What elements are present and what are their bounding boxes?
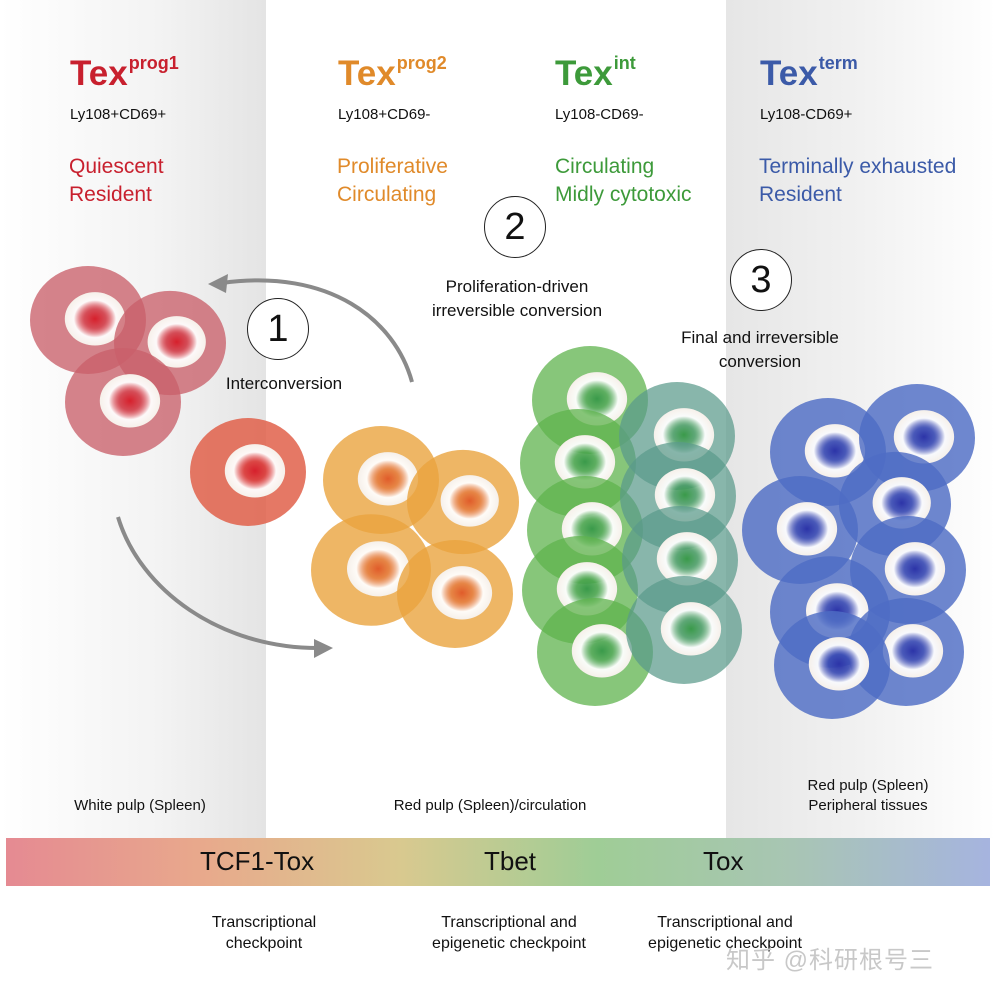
desc-texprog2-line2: Circulating	[337, 183, 437, 206]
step-3-label-line2: conversion	[718, 352, 802, 371]
texterm-cell-5-nucleus	[884, 542, 946, 596]
step-2-label: Proliferation-driven irreversible conver…	[400, 275, 634, 323]
markers-texint: Ly108-CD69-	[555, 106, 644, 123]
texterm-cell-1-nucleus	[804, 424, 866, 478]
title-texint-sup: int	[613, 53, 636, 73]
desc-texterm: Terminally exhausted Resident	[759, 153, 956, 209]
arrow-back	[221, 278, 414, 383]
location-red-pulp-line1: Red pulp (Spleen)	[807, 777, 929, 794]
transcription-factor-gradient-bar	[6, 838, 990, 886]
step-2-label-line2: irreversible conversion	[431, 301, 603, 320]
texterm-cell-8	[774, 611, 890, 719]
title-texprog1-name: Tex	[70, 54, 128, 93]
desc-texprog2-line1: Proliferative	[337, 155, 448, 178]
desc-texint-line2: Midly cytotoxic	[555, 183, 692, 206]
watermark: 知乎 @科研根号三	[726, 947, 935, 974]
texint-cell-left-5-nucleus	[571, 624, 633, 678]
checkpoint-1: Transcriptional checkpoint	[174, 912, 354, 954]
texterm-cell-2-nucleus	[893, 410, 955, 464]
texprog2-cell-4	[397, 540, 513, 648]
arrow-back-head	[208, 274, 228, 293]
title-texprog2-name: Tex	[338, 54, 396, 93]
texprog2-cell-2	[407, 449, 519, 555]
arrow-forward-head	[314, 639, 333, 658]
checkpoint-1-line2: checkpoint	[225, 935, 303, 952]
transition-cell-nucleus	[224, 444, 286, 498]
title-texprog2-sup: prog2	[396, 53, 447, 73]
step-3-badge: 3	[730, 249, 792, 311]
checkpoint-1-line1: Transcriptional	[211, 914, 317, 931]
desc-texterm-line1: Terminally exhausted	[759, 155, 957, 178]
location-red-pulp-tissues: Red pulp (Spleen) Peripheral tissues	[770, 776, 966, 816]
title-texterm: Texterm	[760, 53, 858, 93]
texint-cell-right-4-nucleus	[660, 602, 722, 656]
texprog2-cell-3-nucleus	[347, 541, 410, 597]
checkpoint-3-line1: Transcriptional and	[657, 914, 793, 931]
desc-texterm-line2: Resident	[759, 183, 842, 206]
markers-texprog1: Ly108+CD69+	[70, 106, 167, 123]
step-1-label: Interconversion	[225, 374, 343, 393]
step-3-label: Final and irreversible conversion	[650, 326, 870, 374]
checkpoint-3-line2: epigenetic checkpoint	[648, 935, 802, 952]
desc-texprog1-line1: Quiescent	[69, 155, 164, 178]
texprog1-cell-2-nucleus	[147, 316, 206, 368]
location-red-pulp-circulation: Red pulp (Spleen)/circulation	[393, 797, 587, 814]
texprog1-cell-3-nucleus	[99, 374, 161, 428]
checkpoint-3: Transcriptional and epigenetic checkpoin…	[630, 912, 820, 954]
step-2-label-line1: Proliferation-driven	[445, 277, 589, 296]
title-texint: Texint	[555, 53, 636, 93]
bar-label-tbet: Tbet	[484, 846, 537, 876]
title-texprog2: Texprog2	[338, 53, 447, 93]
arrow-forward	[116, 516, 319, 650]
texprog2-cell-1-nucleus	[357, 452, 419, 506]
bar-label-tcf1-tox: TCF1-Tox	[200, 846, 315, 876]
desc-texint: Circulating Midly cytotoxic	[555, 153, 692, 209]
texint-cell-left-5	[537, 598, 653, 706]
title-texterm-name: Tex	[760, 54, 818, 93]
texprog1-cell-3	[65, 348, 181, 456]
checkpoint-2-line2: epigenetic checkpoint	[432, 935, 586, 952]
bar-label-tox: Tox	[703, 846, 744, 876]
markers-texterm: Ly108-CD69+	[760, 106, 853, 123]
texint-cell-right-3-nucleus	[656, 532, 718, 586]
texterm-cell-7-nucleus	[882, 624, 944, 678]
texterm-cell-4-nucleus	[872, 477, 931, 529]
desc-texint-line1: Circulating	[555, 155, 655, 178]
location-red-pulp-line2: Peripheral tissues	[808, 797, 928, 814]
texprog2-cell-4-nucleus	[431, 566, 493, 620]
texterm-cell-3-nucleus	[776, 502, 838, 556]
step-3-label-line1: Final and irreversible	[681, 328, 839, 347]
desc-texprog2: Proliferative Circulating	[337, 153, 448, 209]
desc-texprog1: Quiescent Resident	[69, 153, 164, 209]
transition-cell	[190, 418, 306, 526]
desc-texprog1-line2: Resident	[69, 183, 152, 206]
title-texterm-sup: term	[818, 53, 858, 73]
texprog1-cell-1-nucleus	[64, 292, 126, 346]
step-2-badge: 2	[484, 196, 546, 258]
texint-cell-right-4	[626, 576, 742, 684]
location-white-pulp: White pulp (Spleen)	[74, 797, 206, 814]
checkpoint-2: Transcriptional and epigenetic checkpoin…	[414, 912, 604, 954]
title-texprog1-sup: prog1	[128, 53, 179, 73]
title-texint-name: Tex	[555, 54, 613, 93]
checkpoint-2-line1: Transcriptional and	[441, 914, 577, 931]
step-1-badge: 1	[247, 298, 309, 360]
markers-texprog2: Ly108+CD69-	[338, 106, 431, 123]
texterm-cell-8-nucleus	[808, 637, 870, 691]
texint-cell-left-2-nucleus	[554, 435, 616, 489]
texprog2-cell-2-nucleus	[440, 475, 499, 527]
title-texprog1: Texprog1	[70, 53, 179, 93]
